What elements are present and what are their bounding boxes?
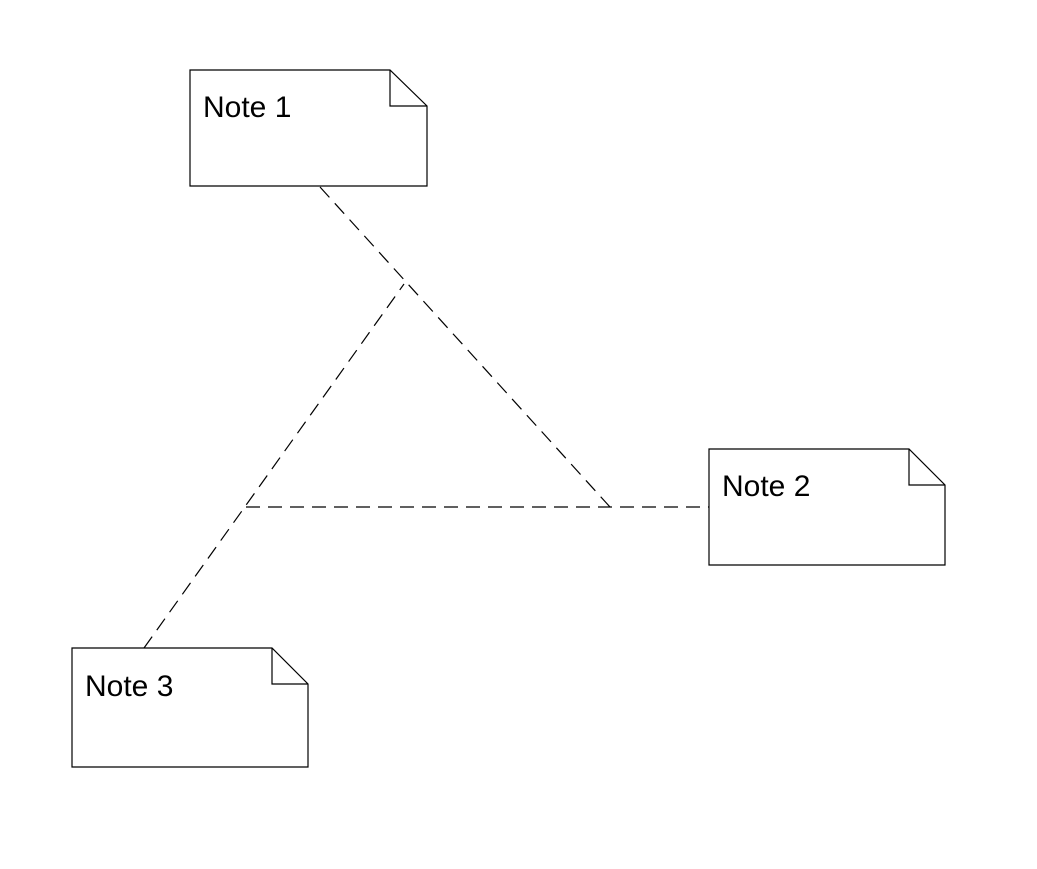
connectors xyxy=(143,186,709,649)
connector-note3-junction[interactable] xyxy=(143,283,405,649)
connector-note1-note2[interactable] xyxy=(319,186,611,508)
note-1-body xyxy=(189,69,428,187)
note-3-label: Note 3 xyxy=(85,670,173,703)
note-1-label: Note 1 xyxy=(203,91,291,124)
note-2-fold-icon xyxy=(908,449,945,486)
note-2-label: Note 2 xyxy=(722,470,810,503)
note-1[interactable]: Note 1 xyxy=(189,69,428,187)
note-1-fold-icon xyxy=(389,70,427,107)
note-3-body xyxy=(71,647,309,768)
note-3-fold-icon xyxy=(271,648,308,685)
note-2[interactable]: Note 2 xyxy=(708,448,946,566)
note-2-body xyxy=(708,448,946,566)
note-3[interactable]: Note 3 xyxy=(71,647,309,768)
